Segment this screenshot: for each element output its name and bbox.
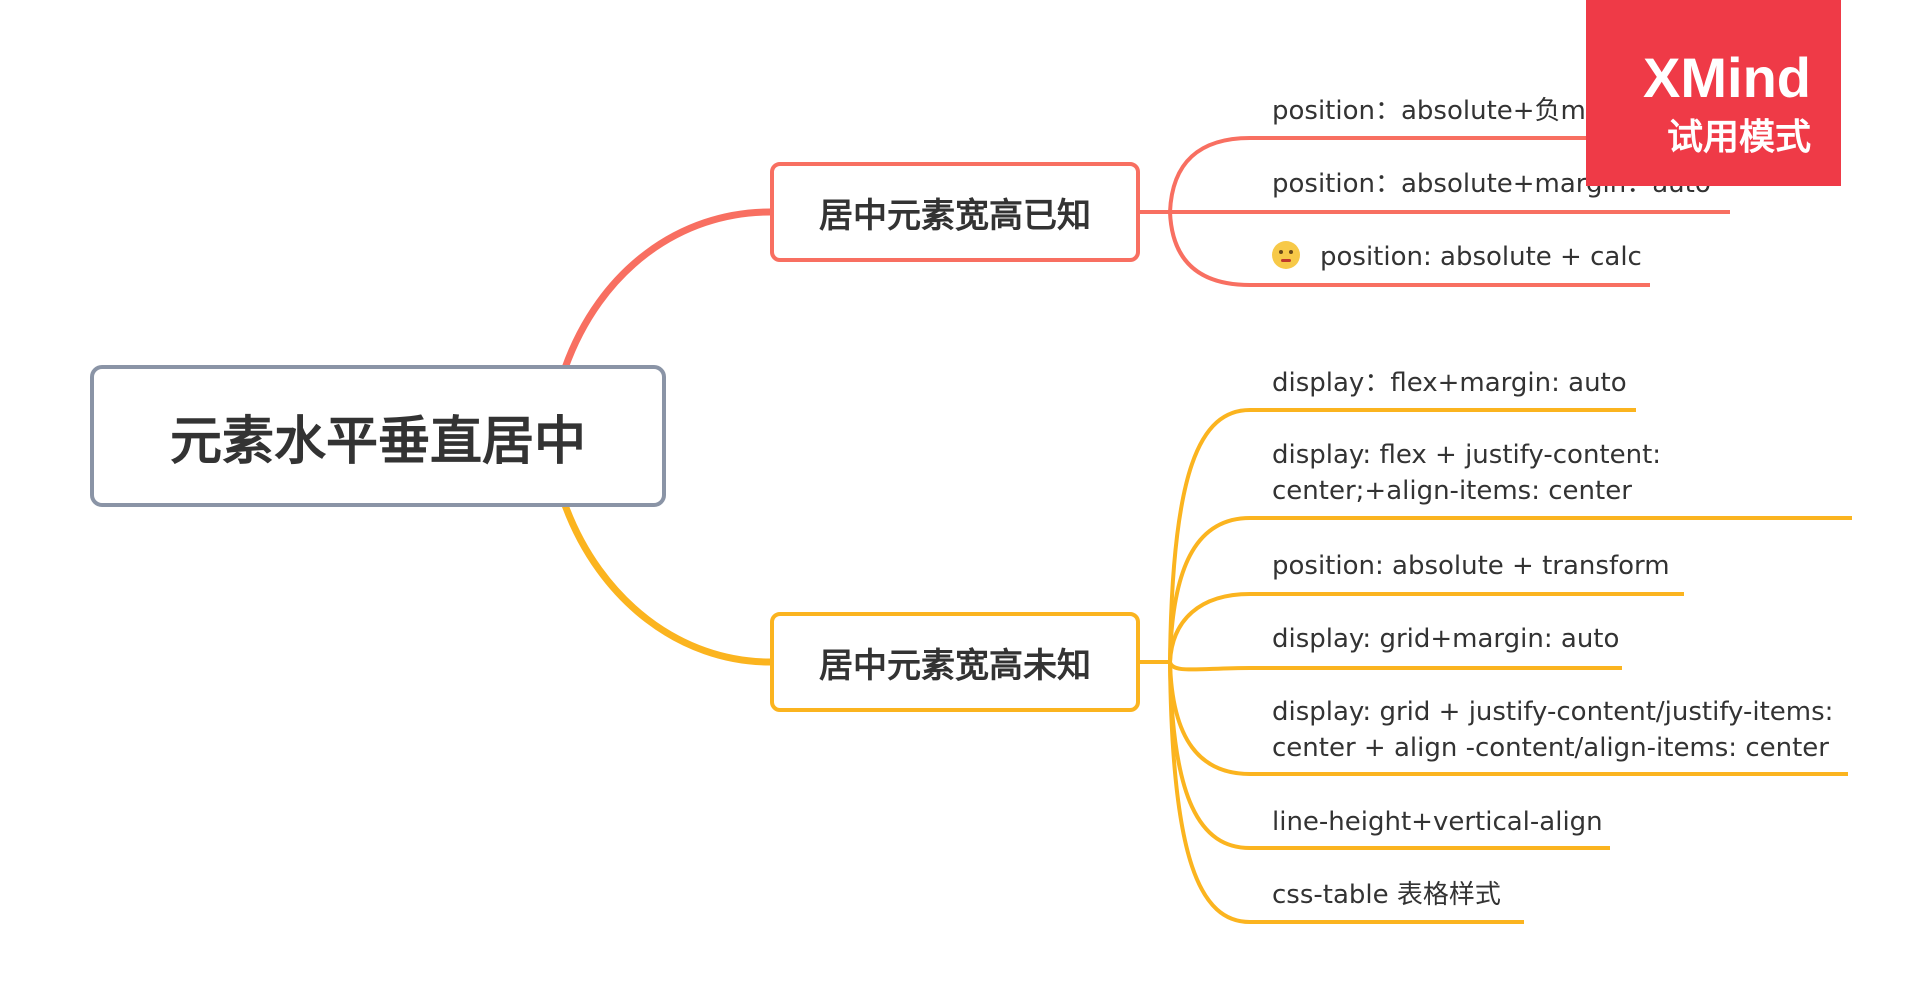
connector-leaf-2-3: [1168, 592, 1684, 663]
leaf-topic[interactable]: position: absolute + calc: [1272, 239, 1642, 275]
connector-leaf-1-1: [1168, 136, 1596, 213]
connector-leaf-1-3: [1168, 211, 1650, 287]
central-topic[interactable]: 元素水平垂直居中: [90, 365, 666, 507]
connector-leaf-2-1: [1168, 408, 1636, 663]
thinking-face-icon: [1272, 240, 1300, 269]
leaf-topic[interactable]: line-height+vertical-align: [1272, 807, 1603, 837]
leaf-topic[interactable]: display: flex + justify-content: center;…: [1272, 440, 1662, 506]
leaf-topic[interactable]: display: grid+margin: auto: [1272, 624, 1620, 654]
main-topic-unknown-size[interactable]: 居中元素宽高未知: [770, 612, 1140, 712]
leaf-topic[interactable]: css-table 表格样式: [1272, 880, 1501, 910]
leaf-label: position: absolute + calc: [1320, 242, 1642, 272]
connector-central-to-branch-2: [561, 503, 771, 666]
connector-leaf-2-2: [1168, 516, 1852, 663]
connector-leaf-2-4: [1168, 661, 1622, 672]
watermark-mode: 试用模式: [1666, 117, 1811, 158]
leaf-topic[interactable]: position: absolute + transform: [1272, 551, 1670, 581]
connector-leaf-2-7: [1168, 661, 1524, 924]
leaf-topic[interactable]: display：flex+margin: auto: [1272, 368, 1627, 398]
watermark-brand: XMind: [1643, 46, 1811, 109]
main-topic-known-size[interactable]: 居中元素宽高已知: [770, 162, 1140, 262]
connector-central-to-branch-1: [561, 208, 771, 370]
leaf-topic[interactable]: display: grid + justify-content/justify-…: [1272, 697, 1834, 763]
trial-mode-watermark: XMind 试用模式: [1586, 0, 1841, 186]
